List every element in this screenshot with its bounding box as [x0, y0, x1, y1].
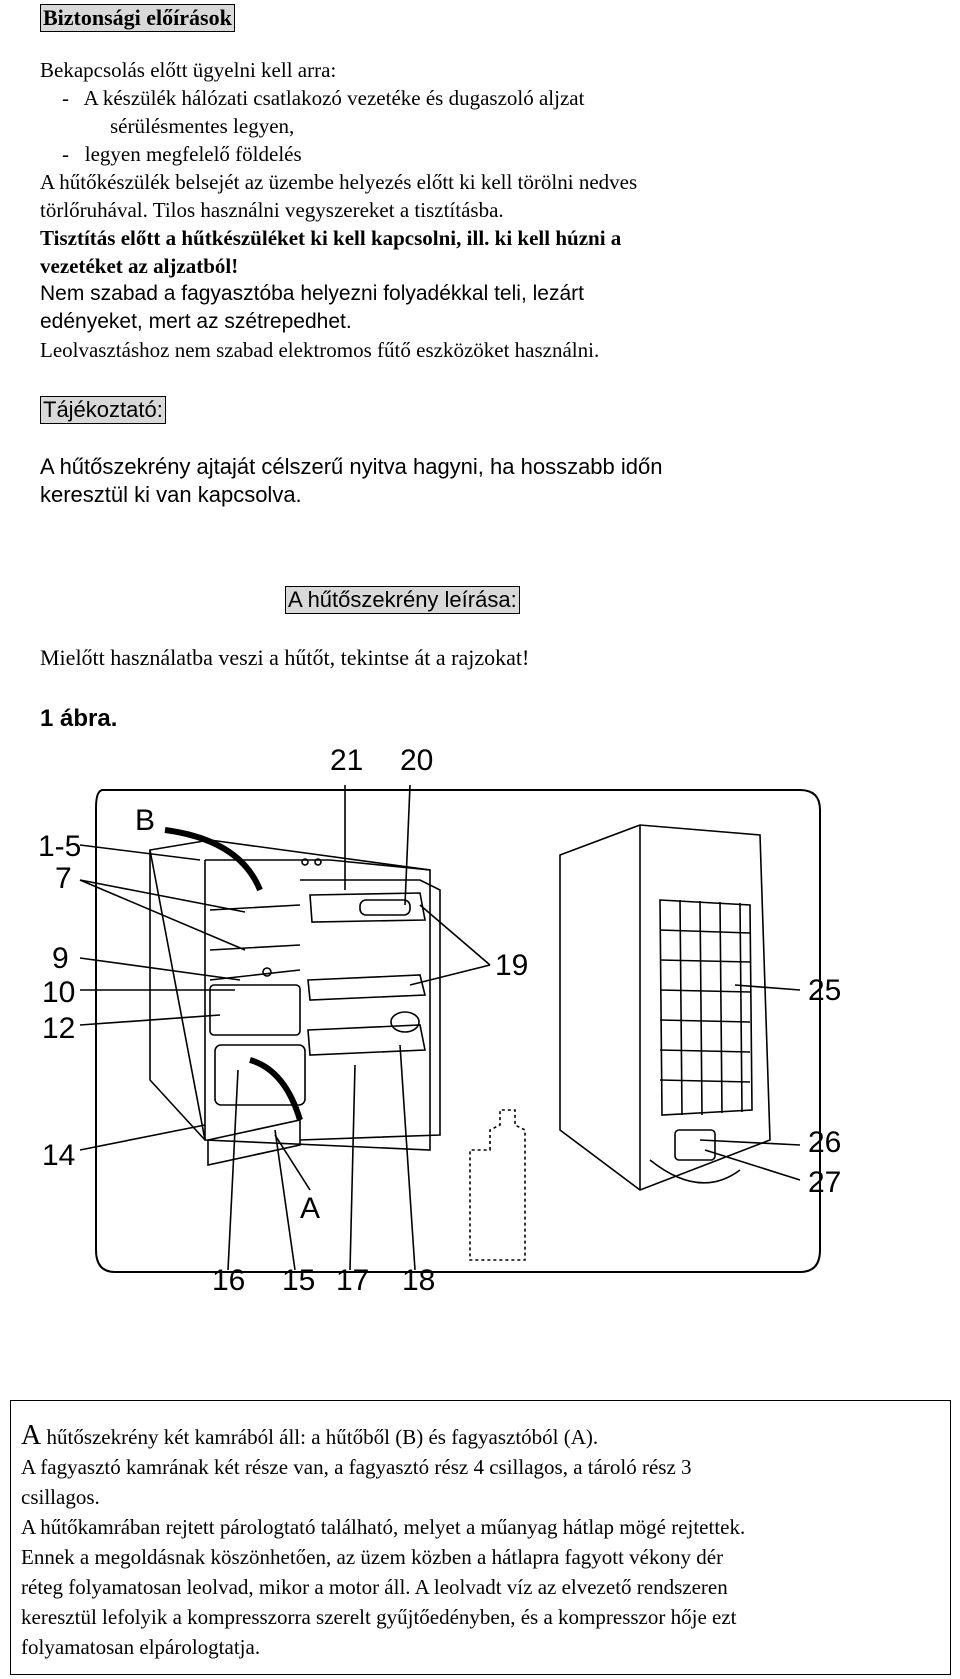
- figure-label-25: 25: [808, 974, 841, 1007]
- description-intro: Mielőtt használatba veszi a hűtőt, tekin…: [40, 645, 530, 670]
- caption-line: réteg folyamatosan leolvad, mikor a moto…: [21, 1575, 728, 1599]
- safety-line: Nem szabad a fagyasztóba helyezni folyad…: [40, 282, 584, 305]
- figure-label-A: A: [300, 1192, 320, 1225]
- figure-label-16: 16: [212, 1264, 245, 1297]
- figure-label-B: B: [135, 804, 155, 837]
- figure-label-27: 27: [808, 1166, 841, 1199]
- figure-label-21: 21: [330, 744, 363, 777]
- figure-label-14: 14: [42, 1139, 75, 1172]
- caption-line: A fagyasztó kamrának két része van, a fa…: [21, 1455, 692, 1479]
- caption-line: Ennek a megoldásnak köszönhetően, az üze…: [21, 1545, 724, 1569]
- figure-label-18: 18: [402, 1264, 435, 1297]
- safety-line: Leolvasztáshoz nem szabad elektromos fűt…: [40, 338, 600, 362]
- figure-label-17: 17: [336, 1264, 369, 1297]
- safety-line: - legyen megfelelő földelés: [62, 142, 302, 166]
- caption-drop-letter: A: [21, 1420, 42, 1451]
- info-line: A hűtőszekrény ajtaját célszerű nyitva h…: [40, 454, 663, 479]
- caption-line: keresztül lefolyik a kompresszorra szere…: [21, 1605, 737, 1629]
- figure-label-7: 7: [55, 862, 72, 895]
- info-line: keresztül ki van kapcsolva.: [40, 482, 302, 507]
- figure-label-9: 9: [52, 942, 69, 975]
- caption-line-text: hűtőszekrény két kamrából áll: a hűtőből…: [46, 1425, 599, 1449]
- safety-warning-line: vezetéket az aljzatból!: [40, 254, 239, 278]
- info-heading: Tájékoztató:: [40, 396, 166, 424]
- caption-line: csillagos.: [21, 1485, 100, 1509]
- caption-box: A hűtőszekrény két kamrából áll: a hűtőb…: [10, 1400, 951, 1675]
- safety-section: Biztonsági előírások: [40, 4, 235, 32]
- safety-line: sérülésmentes legyen,: [110, 114, 295, 138]
- figure-label-15: 15: [282, 1264, 315, 1297]
- description-heading: A hűtőszekrény leírása:: [285, 586, 520, 614]
- figure-label-12: 12: [42, 1012, 75, 1045]
- caption-line: A hűtőszekrény két kamrából áll: a hűtőb…: [11, 1401, 950, 1452]
- figure-label-20: 20: [400, 744, 433, 777]
- caption-line: A hűtőkamrában rejtett párologtató talál…: [21, 1515, 746, 1539]
- safety-warning-line: Tisztítás előtt a hűtkészüléket ki kell …: [40, 226, 622, 250]
- figure-label-19: 19: [495, 949, 528, 982]
- safety-heading: Biztonsági előírások: [40, 4, 235, 32]
- figure-label-26: 26: [808, 1126, 841, 1159]
- caption-line: folyamatosan elpárologtatja.: [21, 1635, 261, 1659]
- figure-label-10: 10: [42, 976, 75, 1009]
- figure-title: 1 ábra.: [40, 705, 118, 732]
- safety-line: törlőruhával. Tilos használni vegyszerek…: [40, 198, 504, 222]
- safety-line: A hűtőkészülék belsejét az üzembe helyez…: [40, 170, 638, 194]
- safety-line: edényeket, mert az szétrepedhet.: [40, 310, 352, 333]
- safety-line: Bekapcsolás előtt ügyelni kell arra:: [40, 58, 337, 82]
- figure-label-1-5: 1-5: [38, 830, 81, 863]
- refrigerator-diagram: 21 20 B 1-5 7 9 10 12 14 19 25 26 27 A 1…: [38, 744, 841, 1297]
- safety-line: - A készülék hálózati csatlakozó vezeték…: [62, 86, 585, 110]
